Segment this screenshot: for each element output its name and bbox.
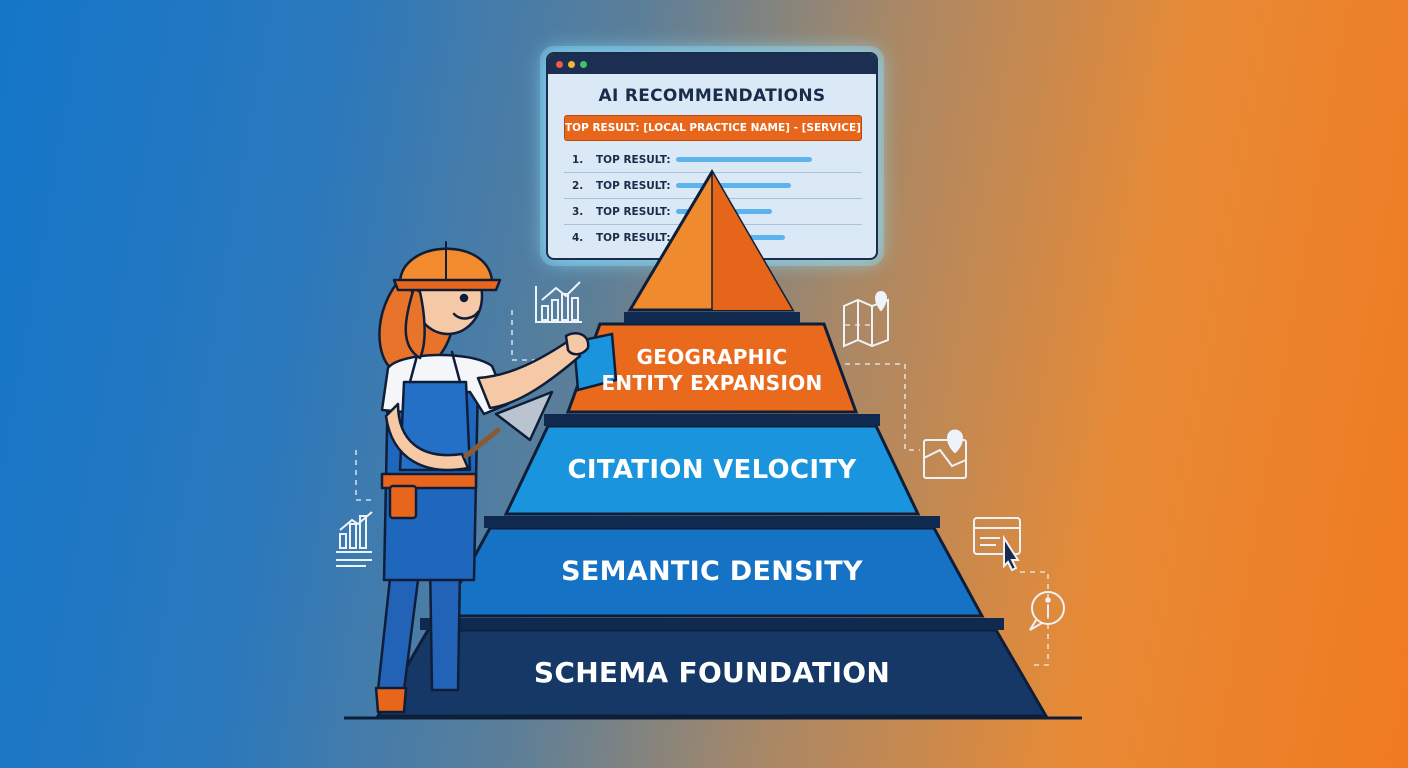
browser-cursor-icon bbox=[973, 517, 1021, 572]
top-result-banner: TOP RESULT: [LOCAL PRACTICE NAME] - [SER… bbox=[564, 115, 862, 141]
ai-recommendations-title: AI RECOMMENDATIONS bbox=[598, 86, 826, 106]
window-titlebar bbox=[548, 54, 876, 74]
apex-shadow bbox=[712, 172, 792, 310]
close-dot-icon bbox=[556, 60, 563, 68]
tier-gap bbox=[484, 516, 940, 528]
result-bar bbox=[676, 157, 812, 162]
result-label: TOP RESULT: bbox=[596, 205, 671, 218]
result-rank: 1. bbox=[572, 153, 584, 166]
tier-label-line1: GEOGRAPHIC bbox=[636, 345, 788, 369]
minimize-dot-icon bbox=[568, 60, 575, 68]
result-rank: 2. bbox=[572, 179, 584, 192]
tier-label-schema: SCHEMA FOUNDATION bbox=[533, 656, 891, 689]
tier-label-citation: CITATION VELOCITY bbox=[567, 455, 857, 485]
analytics-icon bbox=[336, 511, 373, 567]
result-bar bbox=[676, 183, 791, 188]
map-icon bbox=[923, 429, 967, 479]
map-pin-icon bbox=[843, 291, 889, 348]
bar-chart-icon bbox=[535, 281, 582, 323]
result-rank: 3. bbox=[572, 205, 584, 218]
tier-label-line2: ENTITY EXPANSION bbox=[601, 371, 823, 395]
tier-gap bbox=[624, 312, 800, 324]
result-label: TOP RESULT: bbox=[596, 179, 671, 192]
tier-label-semantic: SEMANTIC DENSITY bbox=[561, 556, 863, 587]
tier-gap bbox=[544, 414, 880, 426]
maximize-dot-icon bbox=[580, 60, 587, 68]
result-label: TOP RESULT: bbox=[596, 231, 671, 244]
info-bubble-icon bbox=[1029, 591, 1065, 631]
tier-label-geographic: GEOGRAPHIC ENTITY EXPANSION bbox=[560, 344, 864, 396]
result-rank: 4. bbox=[572, 231, 584, 244]
tier-gap bbox=[420, 618, 1004, 630]
result-label: TOP RESULT: bbox=[596, 153, 671, 166]
